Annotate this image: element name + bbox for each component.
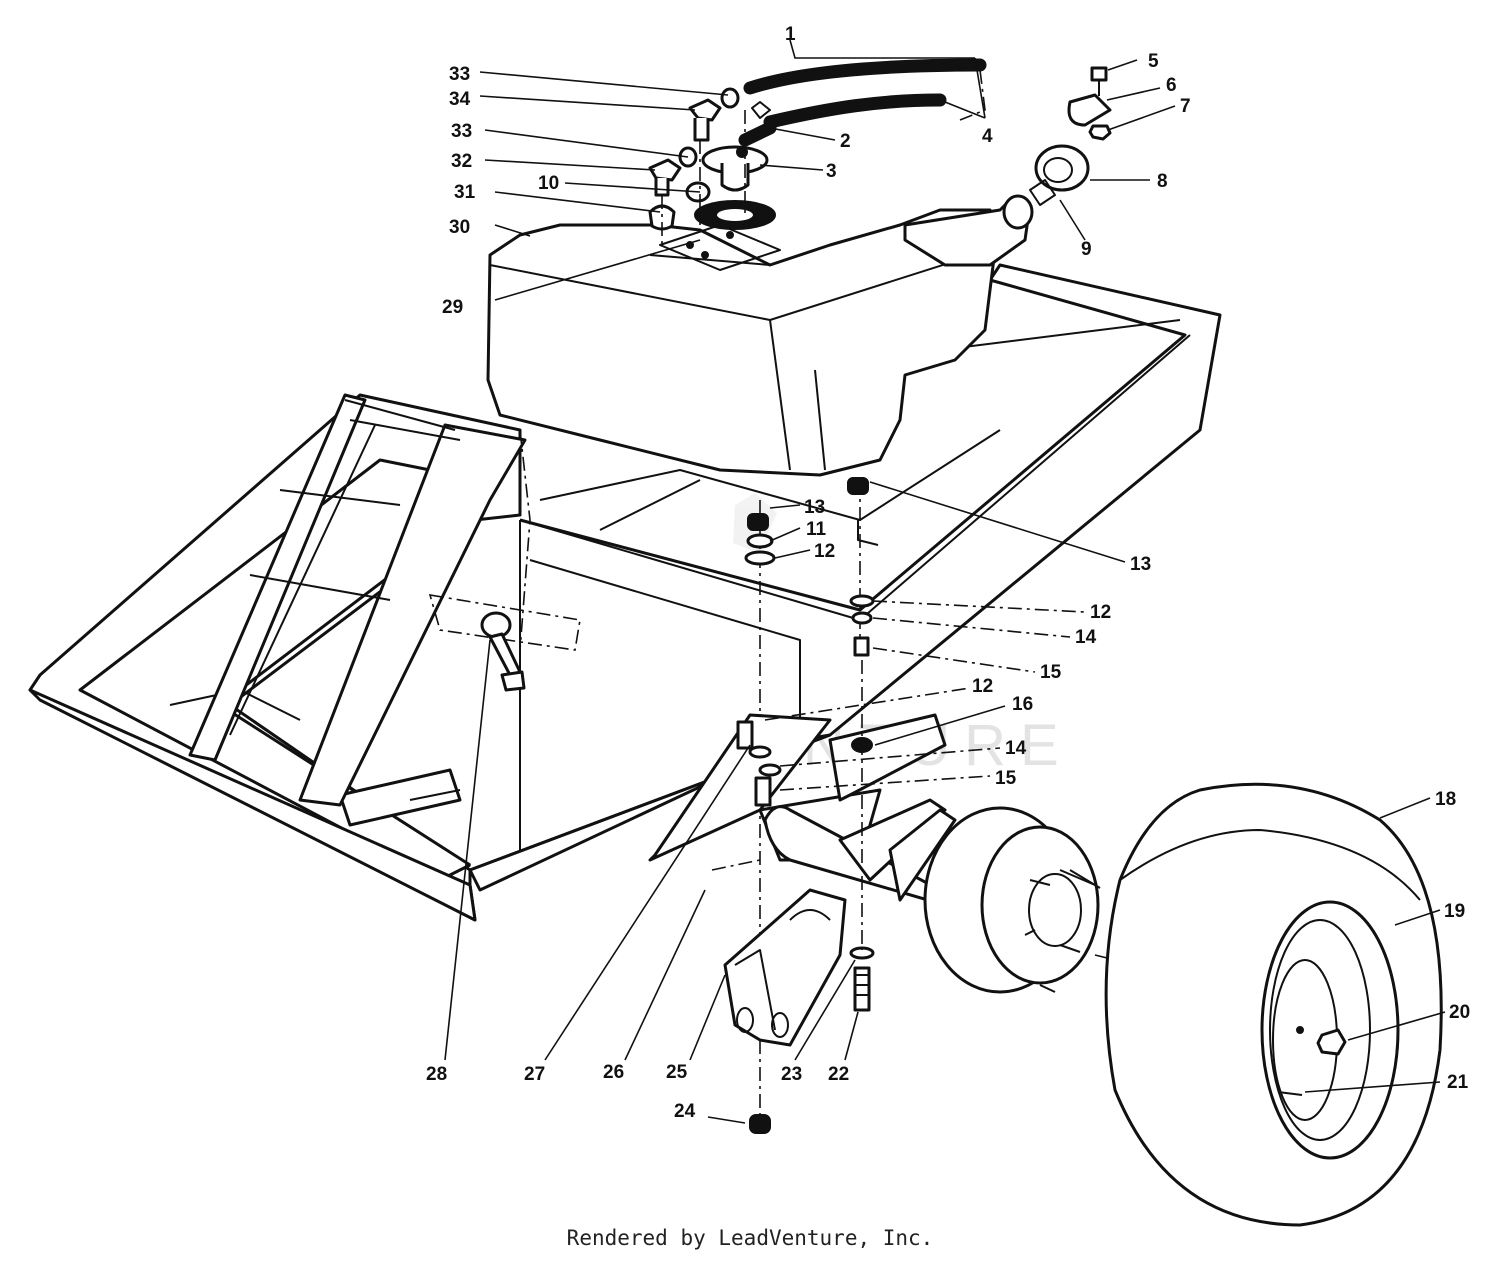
callout-14-b: 14	[1005, 738, 1027, 759]
callout-30: 30	[449, 217, 470, 238]
callout-6: 6	[1166, 75, 1177, 96]
callout-2: 2	[840, 131, 851, 152]
hose-1	[743, 58, 987, 95]
axle-assembly	[648, 660, 1116, 1134]
callout-14-a: 14	[1075, 627, 1097, 648]
frame	[28, 263, 1222, 922]
callout-3: 3	[826, 161, 837, 182]
wheel-and-tire	[1104, 782, 1443, 1227]
callout-19: 19	[1444, 901, 1465, 922]
callout-13-b: 13	[1130, 554, 1151, 575]
callout-4: 4	[982, 126, 993, 147]
drain-valve	[480, 611, 526, 692]
callout-12-c: 12	[972, 676, 993, 697]
callout-25: 25	[666, 1062, 688, 1083]
callout-18: 18	[1435, 789, 1456, 810]
callout-33-b: 33	[451, 121, 472, 142]
callout-11: 11	[806, 519, 827, 540]
callout-numbers: 1 2 3 4 5 6 7 8 9 10 11 12 12 12 12 13 1…	[426, 24, 1470, 1122]
callout-15-b: 15	[995, 768, 1017, 789]
callout-26: 26	[603, 1062, 624, 1083]
callout-9: 9	[1081, 239, 1092, 260]
callout-7: 7	[1180, 96, 1191, 117]
callout-33-a: 33	[449, 64, 470, 85]
callout-8: 8	[1157, 171, 1168, 192]
callout-34: 34	[449, 89, 471, 110]
hose-4	[763, 93, 947, 129]
callout-10: 10	[538, 173, 559, 194]
callout-20: 20	[1449, 1002, 1470, 1023]
callout-24: 24	[674, 1101, 696, 1122]
fuel-fittings	[648, 66, 1112, 245]
callout-27: 27	[524, 1064, 545, 1085]
fuel-hoses	[738, 58, 987, 147]
footer-credit: Rendered by LeadVenture, Inc.	[566, 1226, 934, 1250]
hose-2	[738, 121, 777, 147]
callout-22: 22	[828, 1064, 849, 1085]
callout-31: 31	[454, 182, 476, 203]
callout-13-a: 13	[804, 497, 825, 518]
fuel-tank	[486, 194, 1034, 477]
callout-12-a: 12	[814, 541, 835, 562]
callout-32: 32	[451, 151, 472, 172]
callout-21: 21	[1447, 1072, 1469, 1093]
leader-lines	[444, 39, 1446, 1124]
callout-29: 29	[442, 297, 463, 318]
callout-28: 28	[426, 1064, 447, 1085]
callout-23: 23	[781, 1064, 802, 1085]
callout-1: 1	[785, 24, 796, 45]
callout-15-a: 15	[1040, 662, 1062, 683]
callout-12-b: 12	[1090, 602, 1111, 623]
callout-5: 5	[1148, 51, 1159, 72]
callout-16: 16	[1012, 694, 1033, 715]
